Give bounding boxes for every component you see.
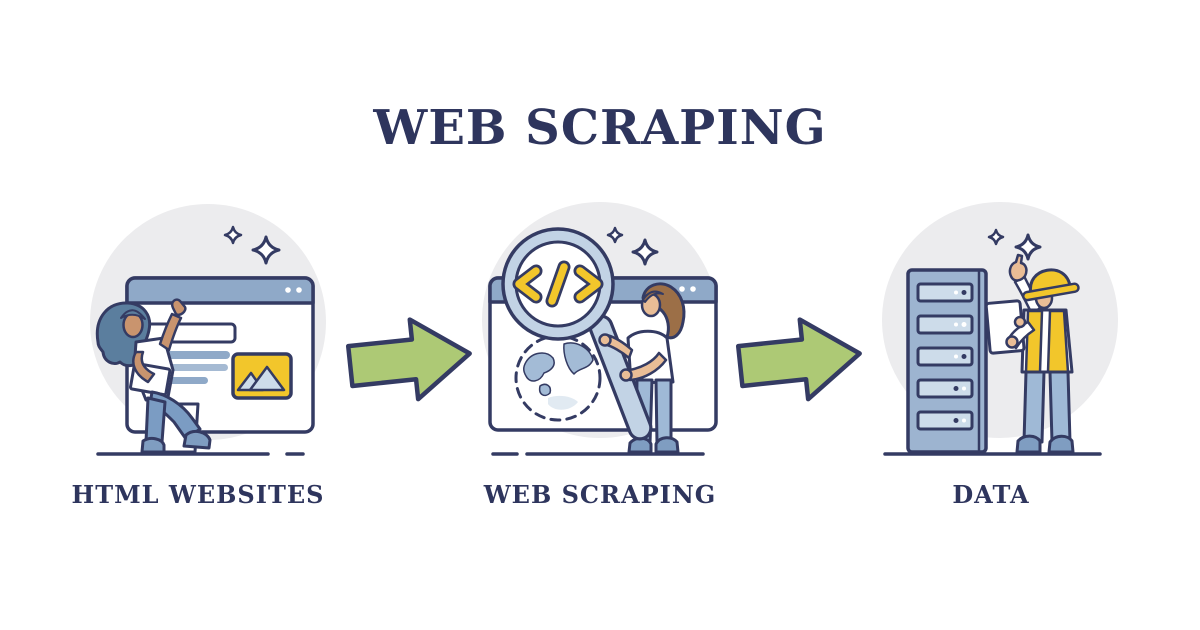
window-dot <box>679 286 685 292</box>
leg <box>654 378 673 446</box>
mountain-icon <box>248 365 286 392</box>
image-placeholder-icon <box>231 352 293 400</box>
hand <box>619 368 633 382</box>
hair-fringe <box>642 290 664 303</box>
globe-icon <box>514 334 602 422</box>
web-scraping-illustration <box>482 202 718 456</box>
safety-vest <box>1046 309 1070 374</box>
sparkles-icon <box>223 225 281 265</box>
arms <box>598 333 668 382</box>
page-title: WEB SCRAPING <box>373 100 827 156</box>
shoe <box>627 436 653 454</box>
holding-arm <box>132 350 156 384</box>
server-slot <box>916 282 974 303</box>
shoe <box>182 429 212 450</box>
window-dot <box>285 287 291 293</box>
hand <box>598 333 612 347</box>
step-web-scraping <box>460 190 740 480</box>
caption-web-scraping: WEB SCRAPING <box>483 480 717 509</box>
magnifier-icon <box>501 227 615 341</box>
safety-vest <box>1024 309 1044 374</box>
code-icon <box>512 260 604 308</box>
sparkles-icon <box>987 228 1042 261</box>
html-websites-illustration <box>90 204 326 456</box>
leg <box>144 396 167 444</box>
server-slot <box>916 314 974 335</box>
caption-data: DATA <box>952 480 1030 509</box>
construction-worker-icon <box>984 253 1080 454</box>
step-html-websites <box>70 190 350 480</box>
leg <box>1022 370 1046 444</box>
shoe <box>1047 434 1075 454</box>
window-dot <box>690 286 696 292</box>
step-data <box>860 190 1140 480</box>
raised-arm <box>158 312 183 352</box>
sparkles-icon <box>606 226 659 266</box>
window-dot <box>296 287 302 293</box>
hard-hat-icon <box>1021 268 1080 302</box>
shoe <box>654 436 680 454</box>
shoe <box>1015 434 1042 454</box>
leg <box>1048 370 1072 444</box>
data-illustration <box>882 202 1118 456</box>
hand <box>1005 335 1019 349</box>
server-slot <box>916 378 974 399</box>
arrow-right-icon <box>345 317 472 402</box>
server-rack-icon <box>906 268 988 454</box>
hand <box>171 298 187 316</box>
shoe <box>140 436 166 454</box>
hair-fringe <box>120 309 146 320</box>
hand <box>1013 315 1027 329</box>
browser-header-bar <box>125 276 315 305</box>
server-slot <box>916 410 974 431</box>
person-with-laptop-icon <box>95 298 212 454</box>
pointing-hand <box>1008 253 1028 282</box>
caption-html-websites: HTML WEBSITES <box>71 480 325 509</box>
arrow-right-icon <box>735 317 862 402</box>
server-slot <box>916 346 974 367</box>
